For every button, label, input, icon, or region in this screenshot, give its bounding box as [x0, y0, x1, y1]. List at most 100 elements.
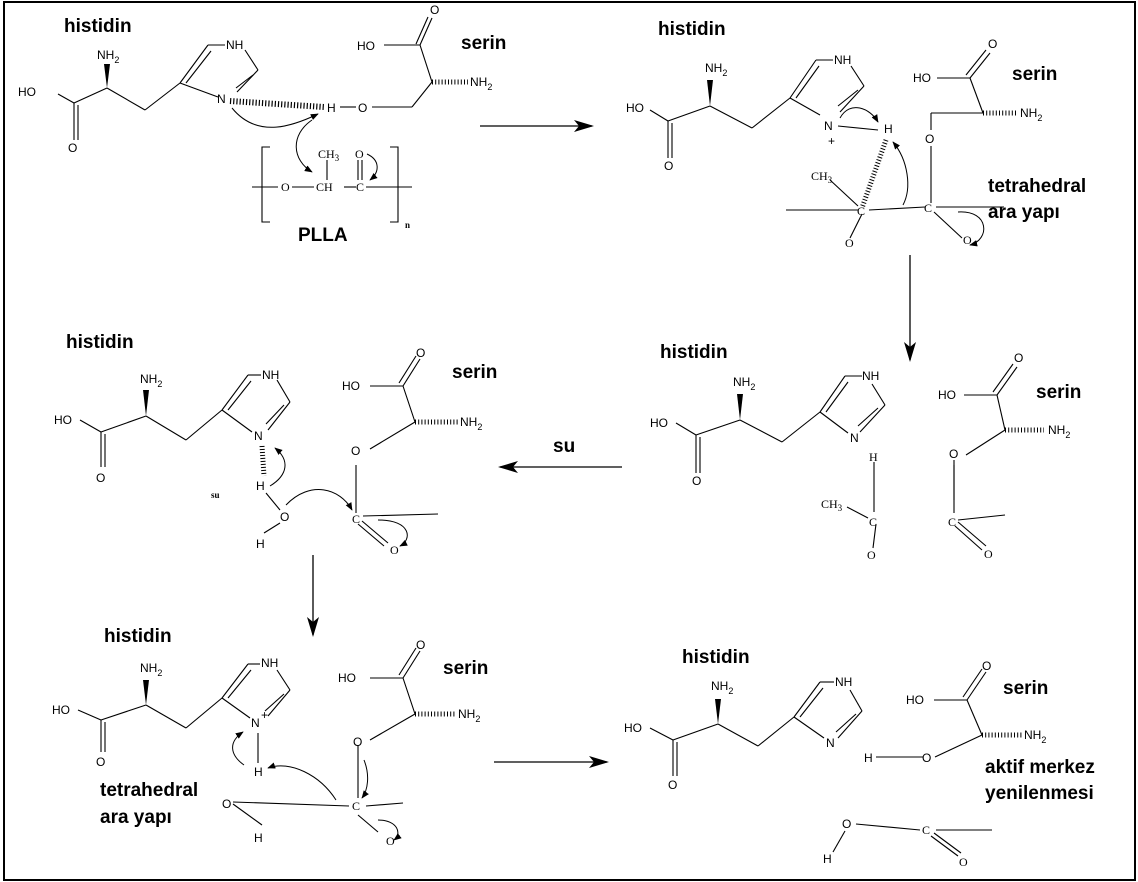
- svg-text:O: O: [416, 346, 425, 360]
- svg-text:C: C: [924, 201, 932, 215]
- svg-text:H: H: [823, 852, 832, 866]
- histidine-molecule: HO O NH2 NH N: [650, 369, 886, 488]
- svg-text:O: O: [96, 471, 105, 485]
- hydrogen-bond-hash: [859, 139, 889, 209]
- svg-text:O: O: [867, 548, 876, 562]
- svg-text:H: H: [869, 450, 878, 464]
- histidine-molecule: HO O NH2 NH N +: [626, 53, 865, 173]
- svg-text:H: H: [254, 765, 263, 779]
- curved-arrow-electron: [232, 731, 245, 766]
- curved-arrow-electron: [839, 107, 879, 123]
- svg-text:O: O: [351, 444, 360, 458]
- water-label: su: [553, 436, 575, 457]
- svg-text:O: O: [1014, 351, 1023, 365]
- svg-text:NH: NH: [261, 656, 278, 670]
- svg-text:NH2: NH2: [1020, 106, 1042, 123]
- curved-arrow-electron: [361, 759, 369, 799]
- hydrogen-bond-hash: [229, 98, 325, 110]
- svg-text:H: H: [256, 479, 265, 493]
- histidine-molecule: HO O NH2 NH N: [54, 368, 291, 485]
- panel-step6: histidin serin HO O NH2 NH N: [624, 647, 1095, 869]
- curved-arrow-electron: [295, 119, 313, 173]
- histidine-molecule: HO O NH2 NH N: [18, 38, 259, 155]
- serin-label: serin: [443, 658, 488, 679]
- panel-step3: histidin serin HO O NH2 NH N: [650, 342, 1081, 562]
- svg-text:H: H: [864, 751, 873, 765]
- hydrogen-bond-hash: [259, 445, 267, 477]
- svg-text:O: O: [988, 37, 997, 51]
- curved-arrow-electron: [366, 153, 378, 181]
- svg-text:+: +: [261, 708, 268, 722]
- svg-text:N: N: [850, 431, 859, 445]
- svg-text:O: O: [222, 797, 231, 811]
- histidin-label: histidin: [64, 16, 132, 37]
- serin-label: serin: [1012, 64, 1057, 85]
- curved-arrow-electron: [285, 489, 353, 511]
- curved-arrow-electron: [267, 762, 337, 801]
- svg-text:C: C: [857, 204, 865, 218]
- plla-repeat-unit: O CH C CH3 O PLLA n: [252, 146, 412, 246]
- svg-text:C: C: [948, 515, 956, 529]
- panel-step1: histidin serin HO O NH2 NH N H: [18, 3, 506, 246]
- serine-molecule: HO O NH2 O: [338, 638, 480, 798]
- svg-text:O: O: [390, 543, 399, 557]
- curved-arrow-electron: [892, 141, 909, 206]
- svg-text:NH2: NH2: [97, 48, 119, 65]
- svg-text:NH2: NH2: [733, 375, 755, 392]
- svg-text:HO: HO: [52, 703, 70, 717]
- svg-text:C: C: [352, 512, 360, 526]
- curved-arrow-electron: [957, 211, 985, 247]
- svg-text:NH: NH: [835, 675, 852, 689]
- svg-text:HO: HO: [938, 388, 956, 402]
- svg-text:O: O: [949, 447, 958, 461]
- svg-text:CH: CH: [316, 180, 333, 194]
- product-molecule: O H C O: [823, 817, 992, 869]
- repeat-n-label: n: [405, 220, 410, 230]
- histidin-label: histidin: [658, 19, 726, 40]
- svg-text:O: O: [925, 132, 934, 146]
- svg-text:C: C: [352, 799, 360, 813]
- svg-text:O: O: [963, 233, 972, 247]
- water-label-small: su: [211, 490, 220, 500]
- serine-molecule: HO O NH2 H O: [864, 659, 1046, 765]
- diagram-frame: [3, 1, 1136, 881]
- serin-label: serin: [1003, 678, 1048, 699]
- svg-text:HO: HO: [342, 379, 360, 393]
- histidin-label: histidin: [104, 626, 172, 647]
- svg-text:O: O: [959, 855, 968, 869]
- serin-label: serin: [452, 362, 497, 383]
- svg-text:H: H: [256, 537, 265, 551]
- svg-text:O: O: [664, 159, 673, 173]
- panel-step5: histidin serin HO O NH2 NH N + H: [52, 626, 488, 848]
- curved-arrow-electron: [377, 819, 402, 841]
- svg-text:O: O: [386, 834, 395, 848]
- svg-text:CH3: CH3: [318, 147, 340, 163]
- svg-text:N: N: [824, 119, 833, 133]
- svg-text:O: O: [281, 180, 290, 194]
- curved-arrow-electron: [269, 447, 286, 487]
- svg-text:O: O: [358, 101, 367, 115]
- svg-text:CH3: CH3: [811, 169, 833, 185]
- serine-molecule: HO O NH2 O: [938, 351, 1070, 500]
- tetrahedral-label-line2: ara yapı: [988, 202, 1060, 223]
- histidine-molecule: HO O NH2 NH N: [624, 675, 863, 792]
- svg-text:CH3: CH3: [821, 497, 843, 513]
- svg-text:+: +: [828, 134, 835, 148]
- serine-molecule: HO O NH2 O: [342, 346, 482, 513]
- svg-text:O: O: [96, 755, 105, 769]
- svg-text:HO: HO: [626, 101, 644, 115]
- svg-text:NH2: NH2: [711, 679, 733, 696]
- svg-text:O: O: [353, 735, 362, 749]
- svg-text:HO: HO: [906, 693, 924, 707]
- svg-text:O: O: [280, 510, 289, 524]
- svg-text:HO: HO: [650, 416, 668, 430]
- plla-label: PLLA: [298, 225, 348, 246]
- histidine-molecule: HO O NH2 NH N +: [52, 656, 291, 769]
- active-site-regeneration-label: aktif merkez: [985, 757, 1095, 778]
- svg-text:NH2: NH2: [705, 61, 727, 78]
- svg-text:N: N: [217, 92, 226, 106]
- serin-label: serin: [461, 33, 506, 54]
- serin-label: serin: [1036, 382, 1081, 403]
- histidin-label: histidin: [682, 647, 750, 668]
